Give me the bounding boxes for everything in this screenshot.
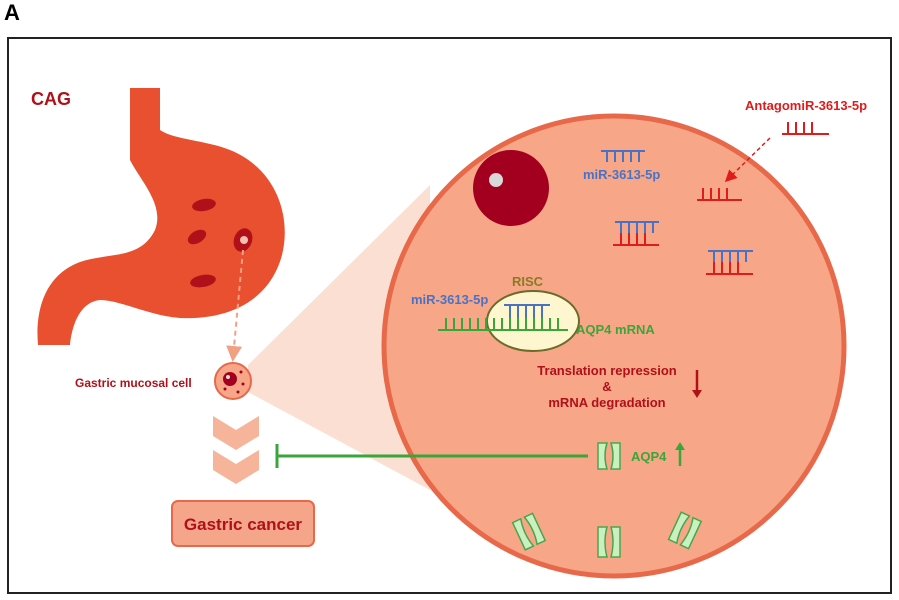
- antagomir-icon: [697, 188, 742, 201]
- aqp4-membrane-channel-icon: [511, 512, 547, 551]
- mirna-bound-icon: [504, 304, 550, 318]
- cag-label: CAG: [31, 89, 71, 109]
- dashed-arrow: [724, 137, 771, 183]
- aqp4-channel-icon: [597, 442, 621, 470]
- chevron-down-icon: [213, 416, 259, 484]
- aqp4-mrna-label: AQP4 mRNA: [576, 322, 655, 337]
- down-arrow-icon: [692, 370, 702, 398]
- dashed-arrow: [226, 249, 244, 362]
- mrna-degradation-label: mRNA degradation: [548, 395, 665, 410]
- mirna-free-icon: [601, 150, 645, 162]
- gastric-cancer-label: Gastric cancer: [184, 515, 303, 534]
- antagomir-label: AntagomiR-3613-5p: [745, 98, 867, 113]
- aqp4-membrane-channel-icon: [667, 511, 703, 550]
- aqp4-label: AQP4: [631, 449, 667, 464]
- aqp4-membrane-channel-icon: [597, 526, 621, 558]
- mirna-antagomir-duplex-icon: [706, 250, 753, 275]
- lesion: [187, 229, 207, 245]
- mirna-label-top: miR-3613-5p: [583, 167, 660, 182]
- lesion: [192, 198, 216, 212]
- aqp4-mrna-icon: [438, 318, 568, 331]
- nucleus: [473, 150, 549, 226]
- mirna-antagomir-duplex-icon: [613, 221, 659, 246]
- lesion: [190, 274, 216, 288]
- ampersand-label: &: [602, 379, 611, 394]
- mirna-label-left: miR-3613-5p: [411, 292, 488, 307]
- inhibition-line: [275, 444, 588, 468]
- risc-label: RISC: [512, 274, 544, 289]
- panel-letter: A: [4, 0, 20, 25]
- gastric-mucosal-cell-icon: [214, 362, 252, 400]
- antagomir-icon: [782, 122, 829, 135]
- stomach-icon: [37, 88, 285, 345]
- translation-repression-label: Translation repression: [537, 363, 676, 378]
- figure-frame: [7, 37, 892, 594]
- gastric-cancer-box: [171, 500, 315, 547]
- cell-membrane: [381, 113, 847, 579]
- up-arrow-icon: [675, 442, 685, 466]
- gastric-mucosal-cell-label: Gastric mucosal cell: [75, 376, 192, 390]
- zoom-cone: [248, 185, 430, 490]
